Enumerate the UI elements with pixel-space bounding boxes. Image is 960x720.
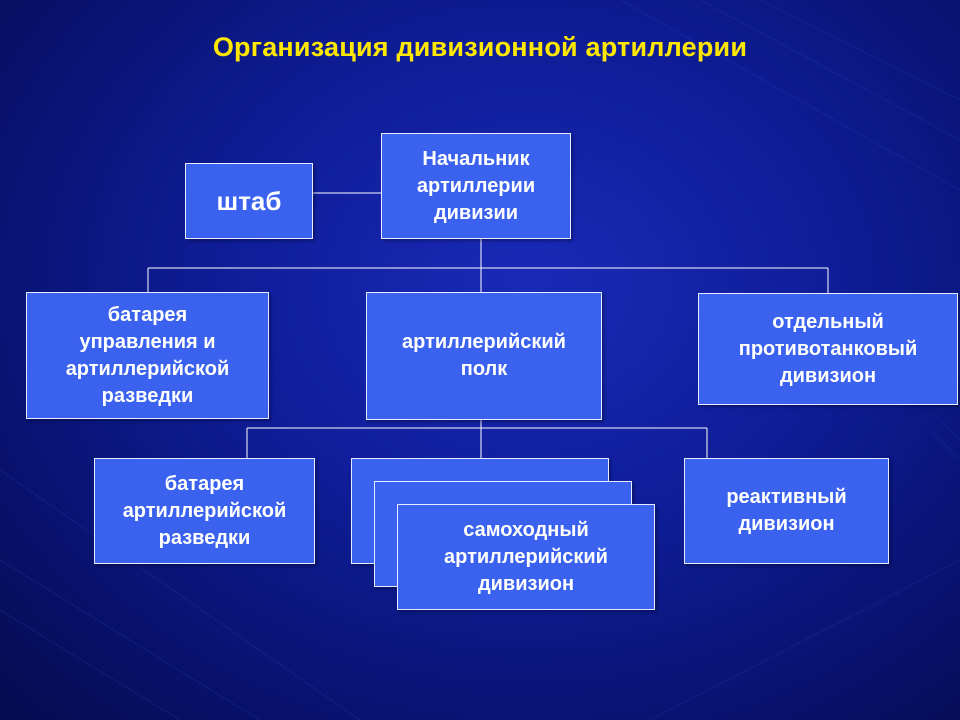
label-staff: штаб (216, 185, 282, 216)
label-chief: Начальник артиллерии дивизии (416, 147, 536, 224)
label-self-propelled: самоходный артиллерийский дивизион (444, 518, 608, 595)
box-staff: штаб (185, 163, 313, 239)
slide-title: Организация дивизионной артиллерии (212, 32, 748, 62)
label-antitank: отдельный противотанковый дивизион (738, 310, 918, 387)
label-recon-battery: батарея артиллерийской разведки (122, 472, 287, 549)
box-recon-battery: батарея артиллерийской разведки (94, 458, 315, 564)
box-self-propelled: самоходный артиллерийский дивизион (397, 504, 655, 610)
box-control-battery: батарея управления и артиллерийской разв… (26, 292, 269, 419)
box-regiment: артиллерийский полк (366, 292, 602, 420)
label-control-battery: батарея управления и артиллерийской разв… (65, 303, 230, 407)
label-regiment: артиллерийский полк (402, 331, 566, 380)
box-chief: Начальник артиллерии дивизии (381, 133, 571, 239)
box-rocket: реактивный дивизион (684, 458, 889, 564)
box-antitank: отдельный противотанковый дивизион (698, 293, 958, 405)
label-rocket: реактивный дивизион (726, 486, 847, 535)
